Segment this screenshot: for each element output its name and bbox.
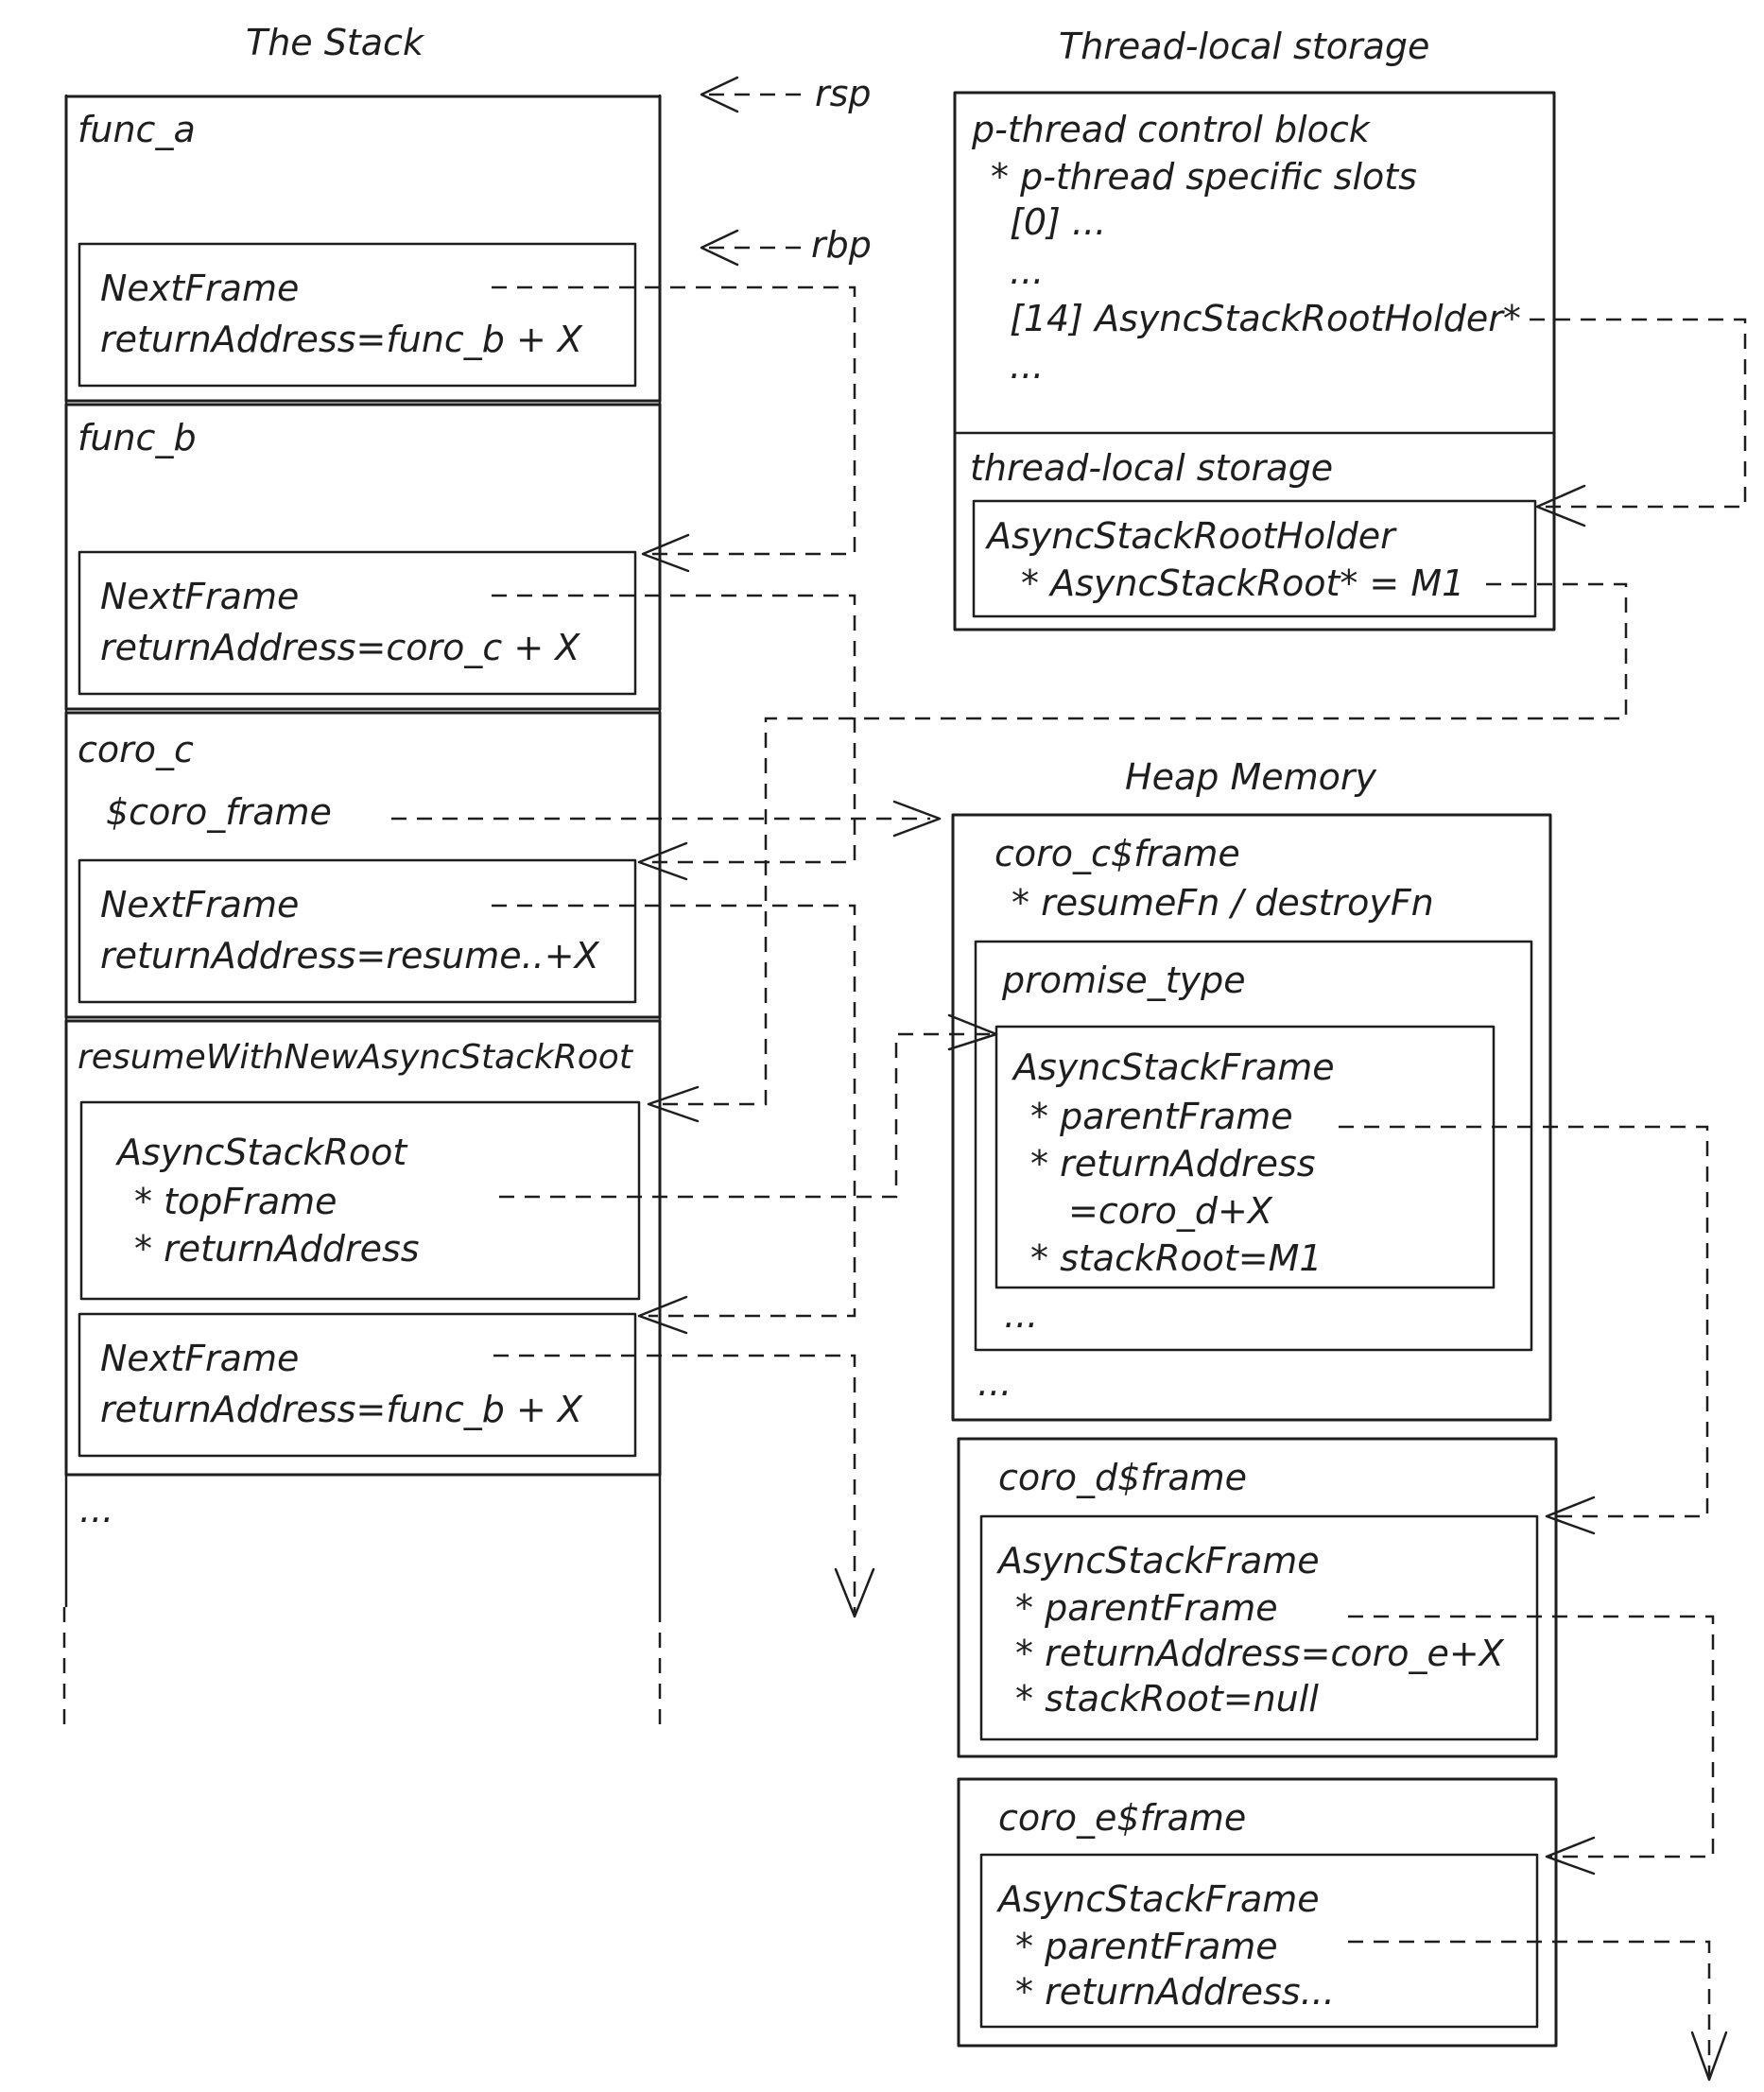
coro-c-asf-return: * returnAddress — [1030, 1143, 1316, 1184]
func-b-return-address: returnAddress=coro_c + X — [100, 627, 580, 668]
coro-c-frame-dots: ... — [977, 1362, 1012, 1404]
stack-frame-func-a: func_a NextFrame returnAddress=func_b + … — [64, 95, 662, 403]
tls-column: p-thread control block * p-thread specif… — [953, 91, 1556, 631]
coro-c-asf-title: AsyncStackFrame — [1011, 1046, 1335, 1088]
stack-column: func_a NextFrame returnAddress=func_b + … — [62, 95, 662, 1730]
pthread-title: p-thread control block — [971, 109, 1372, 150]
arrow-frame-chain-1 — [492, 285, 856, 573]
coro-d-asf-return: * returnAddress=coro_e+X — [1015, 1633, 1505, 1674]
func-b-next-frame: NextFrame — [100, 576, 299, 617]
tls-storage-title: thread-local storage — [970, 447, 1333, 489]
promise-dots: ... — [1004, 1294, 1038, 1336]
func-a-title: func_a — [78, 109, 196, 150]
coro-d-asf-stack-root: * stackRoot=null — [1015, 1678, 1319, 1720]
thread-local-storage: thread-local storage AsyncStackRootHolde… — [970, 447, 1537, 618]
coro-d-asf-parent: * parentFrame — [1015, 1587, 1278, 1629]
heap-coro-e-frame: coro_e$frame AsyncStackFrame * parentFra… — [957, 1777, 1558, 2048]
stack-heading: The Stack — [246, 22, 425, 63]
func-a-return-address: returnAddress=func_b + X — [100, 319, 583, 360]
coro-d-frame-title: coro_d$frame — [998, 1457, 1247, 1498]
coro-d-asf-title: AsyncStackFrame — [995, 1540, 1320, 1582]
coro-c-asf-parent: * parentFrame — [1030, 1096, 1293, 1137]
arrow-parent-d-to-e — [1348, 1615, 1715, 1876]
coro-c-coro-frame: $coro_frame — [106, 791, 332, 833]
async-stack-root-title: AsyncStackRoot — [114, 1132, 408, 1173]
pthread-slot-14: [14] AsyncStackRootHolder* — [1010, 298, 1521, 339]
func-b-title: func_b — [78, 417, 197, 458]
promise-type-title: promise_type — [1001, 960, 1246, 1001]
arrow-parent-c-to-d — [1339, 1125, 1709, 1535]
heap-column: coro_c$frame * resumeFn / destroyFn prom… — [951, 813, 1558, 2048]
arrow-top-frame — [499, 1013, 998, 1199]
arrow-parent-e-down — [1348, 1940, 1728, 2082]
heap-coro-c-frame: coro_c$frame * resumeFn / destroyFn prom… — [951, 813, 1552, 1422]
stack-more: ... — [79, 1489, 113, 1530]
tls-heading: Thread-local storage — [1059, 26, 1429, 67]
arrow-holder-to-root — [647, 582, 1628, 1123]
pthread-slot-0: [0] ... — [1010, 201, 1106, 243]
stack-frame-resume: resumeWithNewAsyncStackRoot AsyncStackRo… — [64, 1019, 662, 1477]
resume-title: resumeWithNewAsyncStackRoot — [78, 1038, 634, 1077]
coro-c-return-address: returnAddress=resume..+X — [100, 935, 600, 977]
heap-coro-d-frame: coro_d$frame AsyncStackFrame * parentFra… — [957, 1437, 1558, 1758]
resume-return-address: returnAddress=func_b + X — [100, 1389, 583, 1430]
coro-e-asf-parent: * parentFrame — [1015, 1926, 1278, 1967]
rsp-label: rsp — [815, 73, 872, 114]
pthread-control-block: p-thread control block * p-thread specif… — [971, 109, 1521, 387]
stack-frame-func-b: func_b NextFrame returnAddress=coro_c + … — [64, 403, 662, 711]
pthread-slots: * p-thread specific slots — [991, 156, 1417, 198]
arrow-frame-chain-3 — [492, 904, 856, 1335]
coro-e-asf-title: AsyncStackFrame — [995, 1878, 1320, 1920]
coro-c-next-frame: NextFrame — [100, 884, 299, 925]
holder-title: AsyncStackRootHolder — [984, 515, 1397, 557]
arrow-coro-frame — [391, 800, 942, 838]
async-stack-root-top-frame: * topFrame — [134, 1181, 337, 1222]
pthread-dots-1: ... — [1010, 251, 1044, 292]
stack-frame-coro-c: coro_c $coro_frame NextFrame returnAddre… — [64, 711, 662, 1019]
resume-next-frame: NextFrame — [100, 1338, 299, 1379]
coro-c-frame-title: coro_c$frame — [994, 833, 1240, 874]
coro-c-title: coro_c — [78, 729, 194, 770]
arrow-slot-to-holder — [1530, 318, 1747, 527]
async-stack-root-return-address: * returnAddress — [134, 1228, 420, 1270]
func-a-next-frame: NextFrame — [100, 268, 299, 309]
rsp-pointer: rsp — [700, 73, 872, 114]
heap-heading: Heap Memory — [1125, 756, 1376, 798]
pthread-dots-2: ... — [1010, 345, 1044, 387]
rbp-pointer: rbp — [700, 224, 872, 267]
arrow-frame-chain-4 — [493, 1354, 875, 1618]
rbp-label: rbp — [811, 224, 872, 266]
coro-c-asf-return-value: =coro_d+X — [1068, 1190, 1273, 1232]
arrow-frame-chain-2 — [492, 594, 856, 881]
coro-c-asf-stack-root: * stackRoot=M1 — [1030, 1237, 1323, 1279]
coro-c-frame-fns: * resumeFn / destroyFn — [1012, 882, 1434, 924]
coro-e-frame-title: coro_e$frame — [998, 1797, 1246, 1839]
coro-e-asf-return: * returnAddress... — [1015, 1971, 1335, 2013]
holder-field: * AsyncStackRoot* = M1 — [1021, 562, 1464, 604]
